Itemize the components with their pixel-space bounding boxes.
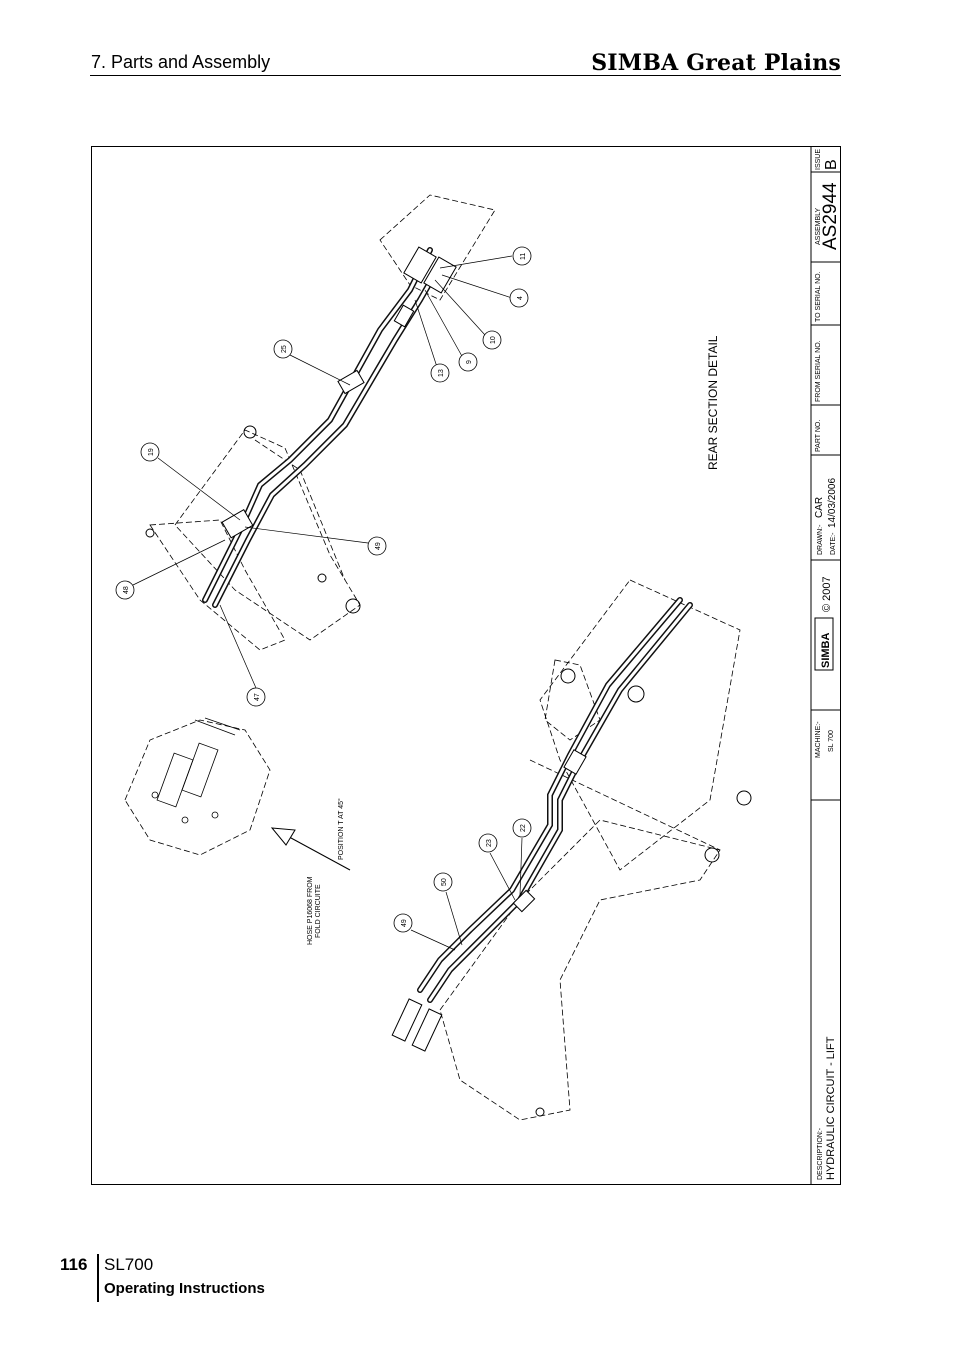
- balloon-9: 9: [458, 352, 478, 372]
- footer-model: SL700: [104, 1255, 154, 1274]
- balloon-13: 13: [430, 363, 450, 383]
- page-number: 116: [60, 1255, 88, 1274]
- description-value: HYDRAULIC CIRCUIT - LIFT: [825, 1036, 837, 1180]
- note-hose-line2: FOLD CIRCUITE: [315, 884, 322, 938]
- balloon-9-label: 9: [466, 360, 473, 364]
- drawn-value: CAR: [814, 497, 825, 518]
- inset-detail: [124, 717, 271, 856]
- upper-frame-outline: [149, 194, 496, 651]
- balloon-23-label: 23: [486, 839, 493, 847]
- note-arrow: [270, 827, 351, 871]
- simba-logo-icon: SIMBA: [814, 617, 834, 671]
- to-serial-label: TO SERIAL NO.: [815, 271, 822, 322]
- machine-value: SL 700: [828, 730, 835, 752]
- balloon-13-label: 13: [438, 369, 445, 377]
- balloon-47-label: 47: [254, 693, 261, 701]
- note-position: POSITION T AT 45°: [337, 798, 345, 860]
- brand-logo: SIMBA Great Plains: [591, 50, 841, 76]
- balloon-25: 25: [273, 339, 293, 359]
- machine-label: MACHINE:-: [815, 721, 822, 758]
- issue-value: B: [823, 159, 840, 170]
- logo-text: SIMBA: [820, 633, 832, 669]
- balloon-4-label: 4: [517, 296, 524, 300]
- balloon-23: 23: [478, 833, 498, 853]
- note-hose-line1: HOSE P16068 FROM: [307, 876, 314, 945]
- from-serial-label: FROM SERIAL NO.: [815, 340, 822, 402]
- section-heading: 7. Parts and Assembly: [91, 52, 271, 72]
- upper-frame-holes: [145, 425, 361, 614]
- lower-frame-holes: [535, 668, 752, 1117]
- balloon-48: 48: [115, 580, 135, 600]
- balloon-22: 22: [512, 818, 532, 838]
- issue-label: ISSUE: [815, 149, 822, 170]
- upper-fittings: [221, 246, 457, 539]
- balloon-4: 4: [509, 288, 529, 308]
- balloon-49-lower-label: 49: [401, 919, 408, 927]
- balloon-47: 47: [246, 687, 266, 707]
- footer-divider: [97, 1254, 99, 1302]
- balloon-48-label: 48: [123, 586, 130, 594]
- balloon-49-upper: 49: [367, 536, 387, 556]
- assembly-value: AS2944: [820, 182, 841, 250]
- description-label: DESCRIPTION:-: [817, 1127, 824, 1180]
- copyright-text: © 2007: [821, 576, 833, 612]
- date-label: DATE:-: [830, 532, 837, 555]
- view-title: REAR SECTION DETAIL: [706, 335, 720, 470]
- balloon-25-label: 25: [281, 345, 288, 353]
- balloon-19-label: 19: [148, 448, 155, 456]
- balloon-11: 11: [512, 246, 532, 266]
- balloon-10: 10: [482, 330, 502, 350]
- assembly-label: ASSEMBLY: [815, 207, 822, 245]
- balloon-22-label: 22: [520, 824, 527, 832]
- header-divider: [90, 75, 841, 76]
- balloon-19: 19: [140, 442, 160, 462]
- balloon-49-upper-label: 49: [375, 542, 382, 550]
- title-block: [810, 146, 841, 1185]
- drawn-label: DRAWN:-: [817, 524, 824, 555]
- footer-subtitle: Operating Instructions: [104, 1280, 265, 1297]
- drawing-frame: [91, 146, 841, 1185]
- lower-couplers: [391, 749, 587, 1052]
- part-no-label: PART NO.: [815, 420, 822, 452]
- balloon-50: 50: [433, 872, 453, 892]
- balloon-49-lower: 49: [393, 913, 413, 933]
- leader-lines: [132, 255, 523, 951]
- balloon-50-label: 50: [441, 878, 448, 886]
- date-value: 14/03/2006: [827, 478, 838, 528]
- upper-hoses: [202, 247, 443, 608]
- balloon-10-label: 10: [490, 336, 497, 344]
- lower-hoses: [417, 597, 693, 1003]
- balloon-11-label: 11: [520, 253, 527, 260]
